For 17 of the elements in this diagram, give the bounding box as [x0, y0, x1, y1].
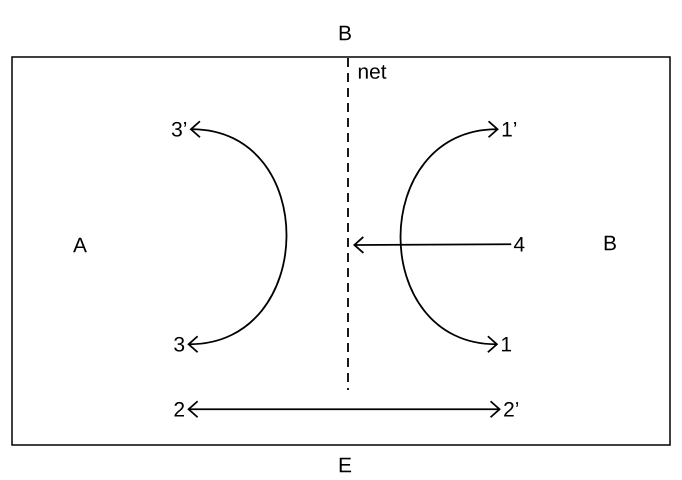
position-label: 3’: [172, 122, 186, 137]
position-label: 1’: [502, 122, 516, 136]
side-label: B: [604, 236, 616, 250]
position-label: 3: [174, 336, 184, 352]
position-label: 2: [174, 402, 184, 417]
position-label: 1: [502, 337, 512, 352]
side-label: A: [73, 238, 87, 252]
arrow: [353, 236, 512, 254]
court-outline: [11, 56, 671, 446]
side-label: B: [340, 26, 351, 40]
net-label: net: [358, 65, 386, 79]
arrow: [187, 400, 501, 418]
position-label: 2’: [504, 402, 518, 417]
position-label: 4: [514, 237, 524, 252]
side-label: E: [340, 458, 352, 472]
arrow: [187, 120, 288, 353]
arrow: [400, 120, 499, 353]
